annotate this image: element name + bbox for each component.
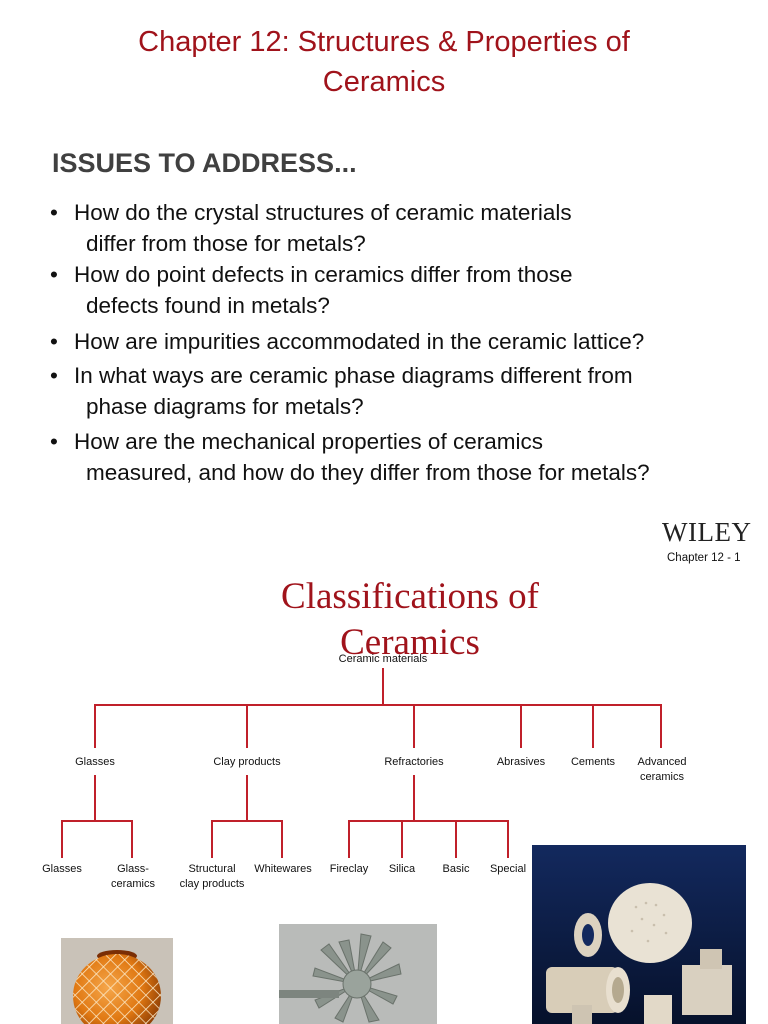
bullet-line2: differ from those for metals? (86, 231, 366, 256)
bullet-dot: • (50, 363, 58, 388)
issues-heading: ISSUES TO ADDRESS... (52, 148, 357, 178)
bullet-dot: • (50, 429, 58, 454)
tree-node-clay-products: Clay products (213, 756, 281, 768)
classifications-title-line1: Classifications of (281, 576, 539, 617)
bullet-dot: • (50, 262, 58, 287)
page-number: Chapter 12 - 1 (667, 552, 741, 564)
photo-refractory-parts (532, 845, 746, 1024)
refractory-parts-image (532, 845, 746, 1024)
bullet-line1: How are the mechanical properties of cer… (74, 429, 543, 454)
bullet-line2: measured, and how do they differ from th… (86, 460, 650, 485)
tree-node-whitewares: Whitewares (254, 863, 312, 875)
wiley-logo: WILEY (662, 517, 752, 547)
tree-node-refractories: Refractories (384, 756, 444, 768)
bullet-item: • In what ways are ceramic phase diagram… (50, 360, 633, 422)
tree-node-glasses: Glasses (75, 756, 115, 768)
ceramic-vase-image (73, 950, 161, 1024)
tree-node-glass-ceramics: Glass- ceramics (110, 863, 155, 890)
bullet-dot: • (50, 200, 58, 225)
bullet-line2: defects found in metals? (86, 293, 330, 318)
slide-title: Chapter 12: Structures & Properties of C… (0, 22, 768, 102)
bullet-item: • How are the mechanical properties of c… (50, 426, 650, 488)
bullet-line1: In what ways are ceramic phase diagrams … (74, 363, 633, 388)
tree-node-fireclay: Fireclay (329, 863, 369, 875)
tree-node-basic: Basic (442, 863, 470, 875)
photo-ceramic-turbine (279, 924, 437, 1024)
tree-node-special: Special (489, 863, 527, 875)
slide-title-line1: Chapter 12: Structures & Properties of (138, 26, 630, 58)
classifications-title-line2: Ceramics (340, 622, 480, 663)
classifications-title: Classifications of Ceramics (260, 574, 560, 666)
bullet-line1: How are impurities accommodated in the c… (74, 329, 645, 354)
tree-node-advanced-ceramics: Advanced ceramics (637, 756, 687, 783)
tree-node-root: Ceramic materials (338, 653, 428, 665)
bullet-item: • How are impurities accommodated in the… (50, 326, 644, 357)
tree-node-structural-clay: Structural clay products (179, 863, 245, 890)
photo-ceramic-vase (61, 938, 173, 1024)
bullet-dot: • (50, 329, 58, 354)
ceramic-turbine-image (279, 933, 402, 1023)
tree-node-glasses-leaf: Glasses (42, 863, 82, 875)
bullet-line1: How do the crystal structures of ceramic… (74, 200, 572, 225)
tree-node-silica: Silica (388, 863, 416, 875)
bullet-line2: phase diagrams for metals? (86, 394, 364, 419)
bullet-item: • How do point defects in ceramics diffe… (50, 259, 573, 321)
bullet-item: • How do the crystal structures of ceram… (50, 197, 572, 259)
tree-node-cements: Cements (570, 756, 616, 768)
tree-node-abrasives: Abrasives (496, 756, 546, 768)
bullet-line1: How do point defects in ceramics differ … (74, 262, 573, 287)
slide-title-line2: Ceramics (322, 66, 446, 98)
